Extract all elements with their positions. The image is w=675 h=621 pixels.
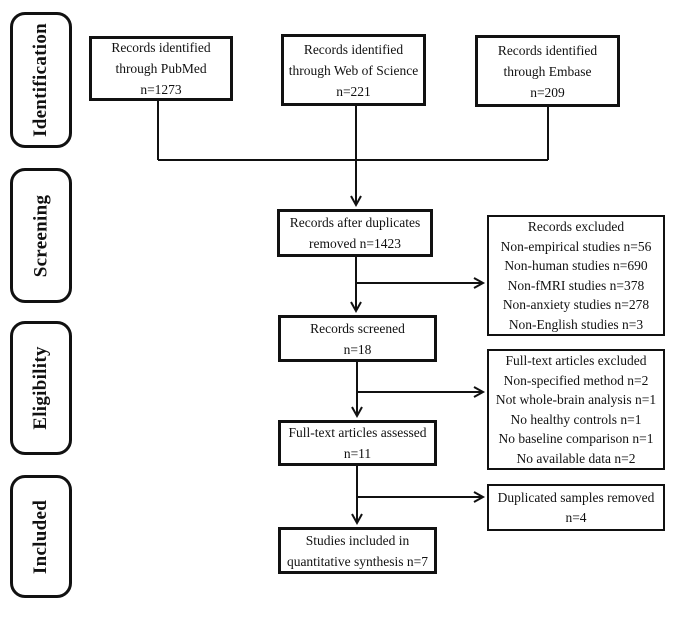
box-line: Full-text articles assessed	[288, 425, 427, 440]
box-line: Non-specified method n=2	[503, 372, 649, 388]
box-records-web-of-science: Records identified through Web of Scienc…	[281, 34, 426, 106]
box-duplicated-samples-removed: Duplicated samples removed n=4	[487, 484, 665, 531]
stage-identification-label: Identification	[30, 23, 52, 137]
stage-screening: Screening	[10, 168, 72, 303]
box-line: No baseline comparison n=1	[498, 431, 654, 446]
box-line: n=11	[343, 446, 372, 461]
box-line: n=221	[336, 83, 371, 99]
box-line: Records after duplicates	[289, 215, 421, 230]
stage-identification: Identification	[10, 12, 72, 148]
box-studies-included: Studies included in quantitative synthes…	[278, 527, 437, 574]
box-fulltext-excluded: Full-text articles excluded Non-specifie…	[487, 349, 665, 470]
box-line: Non-human studies n=690	[504, 258, 648, 273]
box-line: quantitative synthesis n=7	[286, 553, 429, 569]
box-line: through Web of Science	[288, 62, 419, 78]
box-line: n=4	[565, 509, 587, 525]
box-line: n=209	[530, 84, 565, 100]
box-line: No available data n=2	[516, 450, 636, 466]
box-fulltext-assessed: Full-text articles assessed n=11	[278, 420, 437, 466]
box-line: Full-text articles excluded	[505, 353, 647, 368]
box-records-screened: Records screened n=18	[278, 315, 437, 362]
box-line: Not whole-brain analysis n=1	[495, 392, 657, 407]
box-line: Non-empirical studies n=56	[500, 238, 652, 254]
box-records-pubmed: Records identified through PubMed n=1273	[89, 36, 233, 101]
box-line: Records identified	[497, 42, 598, 58]
box-line: Records screened	[310, 320, 405, 336]
box-line: Records identified	[111, 40, 211, 55]
box-line: Records identified	[303, 41, 404, 57]
box-line: Non-anxiety studies n=278	[502, 297, 650, 312]
box-line: through PubMed	[115, 61, 207, 76]
stage-included: Included	[10, 475, 72, 598]
box-duplicates-removed: Records after duplicates removed n=1423	[277, 209, 433, 257]
box-line: Duplicated samples removed	[497, 490, 655, 505]
box-line: Non-fMRI studies n=378	[507, 277, 645, 293]
box-line: No healthy controls n=1	[510, 411, 642, 427]
box-line: Studies included in	[305, 532, 410, 548]
box-line: Records excluded	[527, 219, 625, 234]
stage-eligibility: Eligibility	[10, 321, 72, 455]
stage-eligibility-label: Eligibility	[30, 346, 52, 430]
box-line: through Embase	[503, 63, 592, 79]
box-records-embase: Records identified through Embase n=209	[475, 35, 620, 107]
box-line: n=1273	[140, 82, 182, 97]
box-records-excluded: Records excluded Non-empirical studies n…	[487, 215, 665, 336]
box-line: Non-English studies n=3	[508, 316, 644, 332]
stage-included-label: Included	[30, 499, 51, 574]
box-line: n=18	[343, 341, 372, 357]
box-line: removed n=1423	[309, 236, 401, 251]
stage-screening-label: Screening	[30, 194, 52, 277]
